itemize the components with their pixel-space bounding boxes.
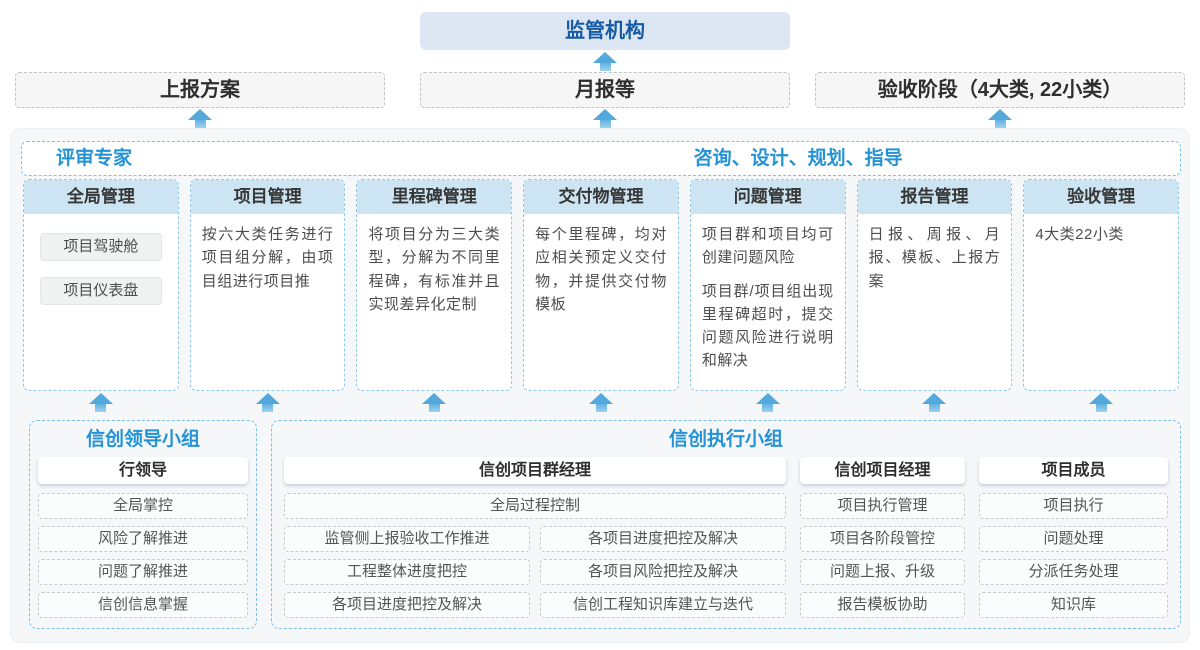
column-title: 全局管理: [24, 180, 178, 214]
column-paragraph: 4大类22小类: [1035, 226, 1124, 243]
pg-item: 信创工程知识库建立与迭代: [540, 592, 786, 618]
leader-item: 信创信息掌握: [38, 592, 248, 618]
member-item: 项目执行: [979, 493, 1168, 519]
column-report-management: 报告管理 日报、周报、月报、模板、上报方案: [856, 179, 1013, 391]
channel-box-report-plan: 上报方案: [15, 72, 385, 108]
member-item: 知识库: [979, 592, 1168, 618]
regulator-box: 监管机构: [420, 12, 790, 50]
tag-project-dashboard: 项目仪表盘: [40, 277, 162, 305]
pg-item: 各项目风险把控及解决: [540, 559, 786, 585]
up-arrow-icon: [422, 393, 447, 412]
column-body: 日报、周报、月报、模板、上报方案: [858, 214, 1012, 293]
up-arrow-icon: [922, 393, 947, 412]
arrow-stem: [599, 63, 611, 71]
column-title: 问题管理: [690, 180, 845, 214]
pg-item: 全局过程控制: [284, 493, 786, 519]
up-arrow-icon: [1089, 393, 1114, 412]
pg-item: 各项目进度把控及解决: [284, 592, 530, 618]
column-title: 验收管理: [1024, 180, 1179, 214]
member-item: 分派任务处理: [979, 559, 1168, 585]
up-arrow-icon: [88, 393, 113, 412]
column-global-management: 全局管理 项目驾驶舱 项目仪表盘: [23, 179, 179, 391]
pg-item: 工程整体进度把控: [284, 559, 530, 585]
project-manager-section: 信创项目经理 项目执行管理 项目各阶段管控 问题上报、升级 报告模板协助: [800, 457, 965, 625]
column-body: 将项目分为三大类型，分解为不同里程碑，有标准并且实现差异化定制: [357, 214, 511, 316]
platform-header-bar: 评审专家 咨询、设计、规划、指导: [21, 141, 1181, 176]
platform-container: 评审专家 咨询、设计、规划、指导 全局管理 项目驾驶舱 项目仪表盘 项目管理 按…: [10, 128, 1190, 643]
column-title: 项目管理: [190, 180, 345, 214]
tag-project-cockpit: 项目驾驶舱: [40, 233, 162, 261]
pg-item: 各项目进度把控及解决: [540, 526, 786, 552]
column-title: 里程碑管理: [357, 180, 512, 214]
project-member-section: 项目成员 项目执行 问题处理 分派任务处理 知识库: [979, 457, 1168, 625]
group-title: 信创领导小组: [85, 429, 200, 450]
pg-items-right: 各项目进度把控及解决 各项目风险把控及解决 信创工程知识库建立与迭代: [540, 526, 786, 625]
up-arrow-icon: [593, 109, 617, 128]
leader-item: 问题了解推进: [38, 559, 248, 585]
column-paragraph: 将项目分为三大类型，分解为不同里程碑，有标准并且实现差异化定制: [368, 226, 501, 313]
up-arrow-icon: [755, 393, 780, 412]
leader-item: 全局掌控: [38, 493, 248, 519]
leader-item: 风险了解推进: [38, 526, 248, 552]
column-acceptance-management: 验收管理 4大类22小类: [1023, 179, 1180, 391]
review-experts-label: 评审专家: [56, 148, 133, 169]
column-issue-management: 问题管理 项目群和项目均可创建问题风险 项目群/项目组出现里程碑超时，提交问题风…: [689, 179, 846, 391]
pg-item: 监管侧上报验收工作推进: [284, 526, 530, 552]
arrow-head: [593, 52, 617, 63]
channel-box-monthly-report: 月报等: [420, 72, 790, 108]
role-program-manager: 信创项目群经理: [284, 457, 786, 484]
up-arrow-icon: [593, 52, 617, 71]
column-body: 4大类22小类: [1024, 214, 1178, 246]
column-body: 项目群和项目均可创建问题风险 项目群/项目组出现里程碑超时，提交问题风险进行说明…: [691, 214, 845, 373]
member-item: 问题处理: [979, 526, 1168, 552]
pm-item: 项目执行管理: [800, 493, 965, 519]
execution-group-body: 信创项目群经理 全局过程控制 监管侧上报验收工作推进 工程整体进度把控 各项目进…: [272, 457, 1180, 625]
column-body: 每个里程碑，均对应相关预定义交付物，并提供交付物模板: [524, 214, 678, 316]
column-paragraph: 每个里程碑，均对应相关预定义交付物，并提供交付物模板: [535, 226, 667, 313]
channel-box-acceptance-stage: 验收阶段（4大类, 22小类）: [815, 72, 1185, 108]
xinchuang-execution-group: 信创执行小组 信创项目群经理 全局过程控制 监管侧上报验收工作推进 工程整体进度…: [271, 420, 1181, 629]
module-columns: 全局管理 项目驾驶舱 项目仪表盘 项目管理 按六大类任务进行项目组分解，由项目组…: [23, 179, 1180, 391]
program-manager-section: 信创项目群经理 全局过程控制 监管侧上报验收工作推进 工程整体进度把控 各项目进…: [284, 457, 786, 625]
leadership-group-body: 行领导 全局掌控 风险了解推进 问题了解推进 信创信息掌握: [30, 457, 256, 618]
up-arrow-icon: [589, 393, 614, 412]
role-project-manager: 信创项目经理: [800, 457, 965, 484]
column-title: 报告管理: [857, 180, 1012, 214]
pg-items-left: 监管侧上报验收工作推进 工程整体进度把控 各项目进度把控及解决: [284, 526, 530, 625]
column-paragraph: 日报、周报、月报、模板、上报方案: [868, 226, 1001, 290]
column-deliverable-management: 交付物管理 每个里程碑，均对应相关预定义交付物，并提供交付物模板: [523, 179, 679, 391]
xinchuang-leadership-group: 信创领导小组 行领导 全局掌控 风险了解推进 问题了解推进 信创信息掌握: [29, 420, 257, 629]
column-project-management: 项目管理 按六大类任务进行项目组分解，由项目组进行项目推: [189, 179, 346, 391]
column-milestone-management: 里程碑管理 将项目分为三大类型，分解为不同里程碑，有标准并且实现差异化定制: [356, 179, 513, 391]
role-project-member: 项目成员: [979, 457, 1168, 484]
column-arrows-row: [23, 393, 1179, 412]
column-title: 交付物管理: [524, 180, 678, 214]
column-paragraph: 按六大类任务进行项目组分解，由项目组进行项目推: [201, 226, 334, 290]
up-arrow-icon: [255, 393, 280, 412]
up-arrow-icon: [988, 109, 1012, 128]
group-title: 信创执行小组: [668, 429, 783, 450]
column-body: 按六大类任务进行项目组分解，由项目组进行项目推: [191, 214, 345, 293]
pm-item: 项目各阶段管控: [800, 526, 965, 552]
pg-items-two-columns: 监管侧上报验收工作推进 工程整体进度把控 各项目进度把控及解决 各项目进度把控及…: [284, 526, 786, 625]
role-bank-leader: 行领导: [38, 457, 248, 484]
column-body: 项目驾驶舱 项目仪表盘: [24, 214, 178, 305]
consulting-design-label: 咨询、设计、规划、指导: [693, 148, 903, 169]
up-arrow-icon: [188, 109, 212, 128]
pm-item: 问题上报、升级: [800, 559, 965, 585]
column-paragraph: 项目群/项目组出现里程碑超时，提交问题风险进行说明和解决: [701, 282, 834, 370]
pm-item: 报告模板协助: [800, 592, 965, 618]
column-paragraph: 项目群和项目均可创建问题风险: [701, 226, 834, 267]
